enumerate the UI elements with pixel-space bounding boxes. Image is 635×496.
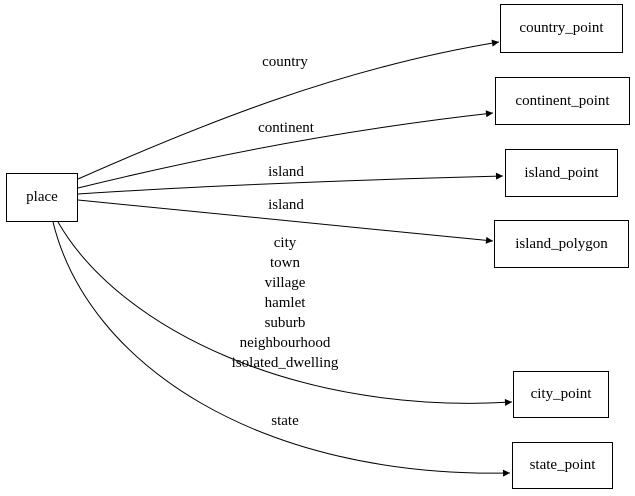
node-continent-point: continent_point [495,77,630,125]
node-country-point-label: country_point [519,20,604,36]
node-place: place [6,173,78,222]
edge-label-state: state [271,413,299,429]
node-city-point-label: city_point [530,386,592,402]
edge-label-island-polygon: island [268,197,304,213]
node-island-polygon-label: island_polygon [515,235,608,252]
edge-island-point [77,172,504,195]
node-country-point: country_point [500,4,623,53]
edge-label-city-group: city town village hamlet suburb neighbou… [231,235,339,371]
node-island-point: island_point [505,149,618,197]
edge-city [57,221,513,406]
node-island-point-label: island_point [524,164,599,181]
node-continent-point-label: continent_point [515,92,610,109]
node-place-label: place [26,189,58,205]
node-state-point: state_point [512,442,613,489]
edge-label-country: country [262,54,308,70]
node-island-polygon: island_polygon [494,220,629,268]
edge-label-continent: continent [258,120,314,136]
edge-state [52,221,511,477]
edge-island-polygon [77,199,494,244]
node-state-point-label: state_point [529,457,596,473]
edge-country [77,39,500,180]
node-city-point: city_point [513,371,609,418]
edge-continent [77,110,494,189]
edge-label-island-point: island [268,164,304,180]
